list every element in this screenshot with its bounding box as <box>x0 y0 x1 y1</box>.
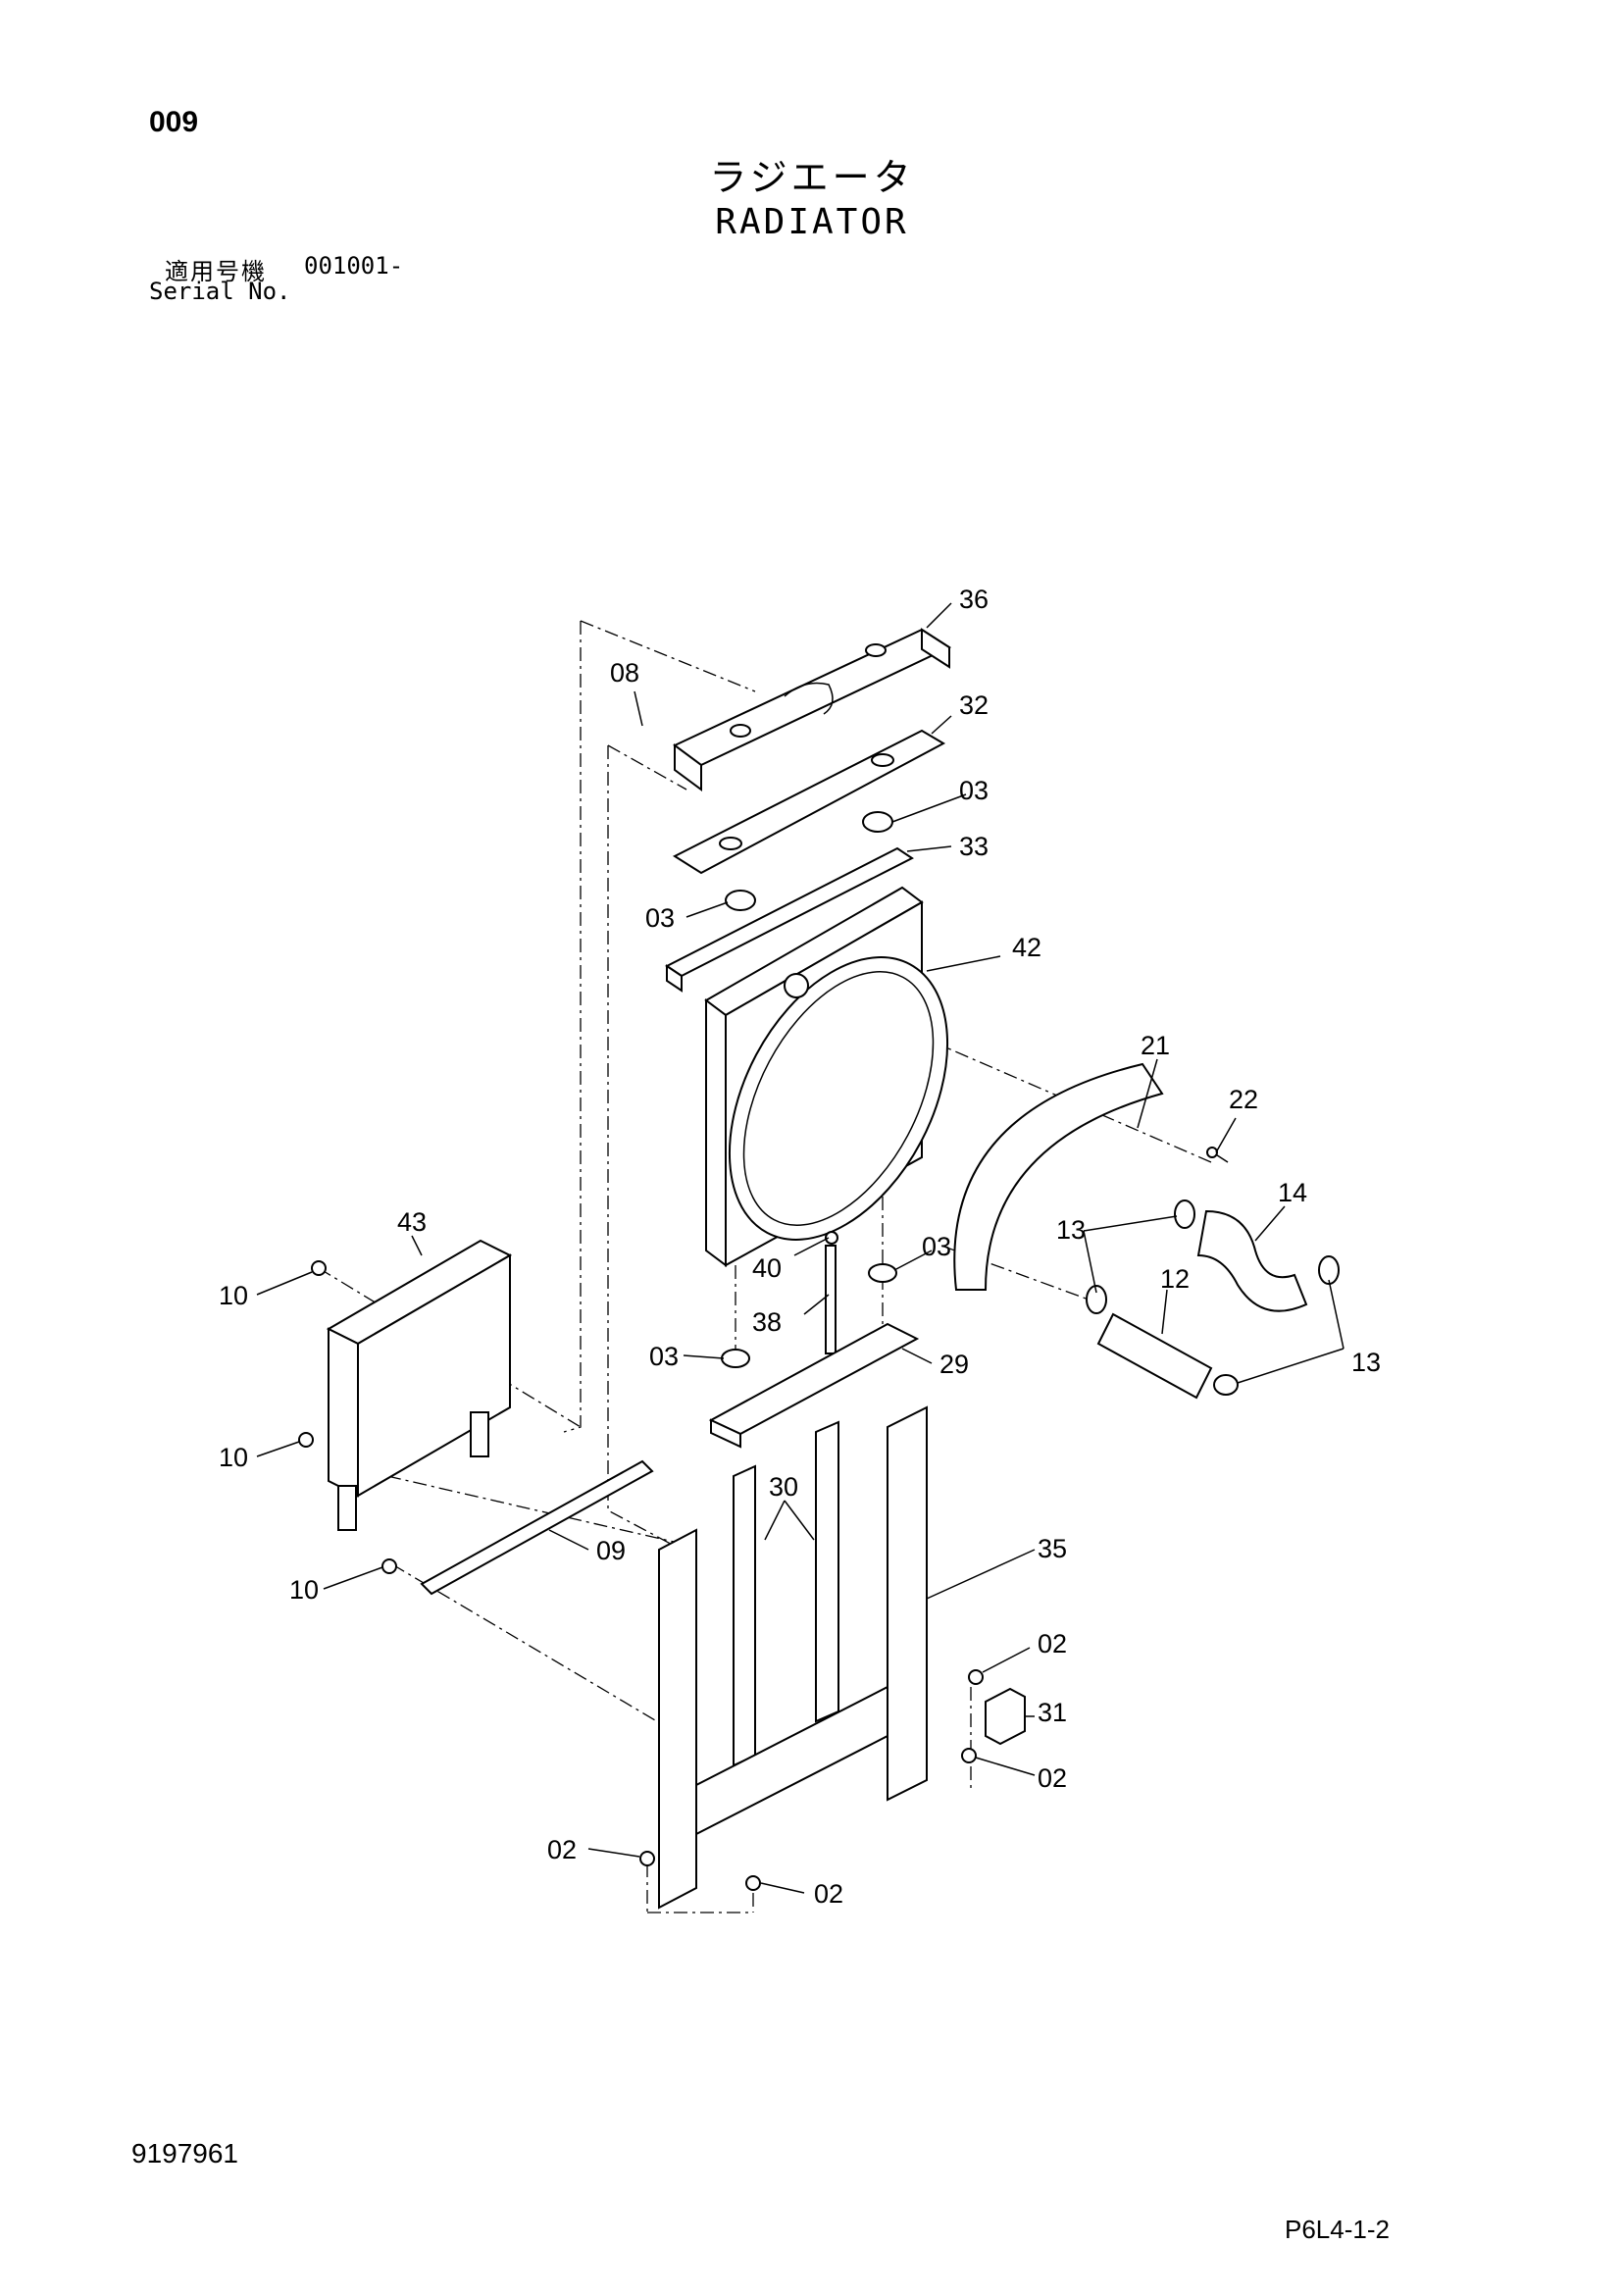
page-number: 009 <box>149 106 199 138</box>
part-09-stay-plate <box>420 1459 654 1596</box>
callout-31: 31 <box>1038 1698 1067 1727</box>
callout-03: 03 <box>649 1342 679 1371</box>
part-12-lower-hose <box>1096 1312 1213 1400</box>
callout-22: 22 <box>1229 1085 1258 1114</box>
callout-36: 36 <box>959 585 989 614</box>
part-43-oil-cooler <box>326 1239 513 1531</box>
part-33-seal-strip <box>665 846 914 993</box>
part-42-radiator-assembly <box>704 886 949 1267</box>
serial-label-english: Serial No. <box>149 278 291 305</box>
callout-38: 38 <box>752 1307 782 1337</box>
part-03-bushings <box>721 811 897 1368</box>
part-10-bolts <box>298 1260 397 1574</box>
callout-02: 02 <box>1038 1629 1067 1658</box>
callout-43: 43 <box>397 1207 427 1237</box>
part-22-bolt <box>1206 1147 1229 1163</box>
callout-30: 30 <box>769 1472 798 1502</box>
title-english: RADIATOR <box>715 202 909 242</box>
part-36-top-bracket <box>673 628 952 791</box>
callout-12: 12 <box>1160 1264 1190 1294</box>
callout-29: 29 <box>939 1350 969 1379</box>
callout-35: 35 <box>1038 1534 1067 1563</box>
callout-10: 10 <box>219 1281 248 1310</box>
part-21-arc-cover <box>953 1062 1164 1291</box>
part-13-clamps <box>1086 1199 1340 1396</box>
callout-02: 02 <box>547 1835 577 1864</box>
part-29-lower-plate <box>708 1322 920 1449</box>
callout-03: 03 <box>959 776 989 805</box>
callout-03: 03 <box>922 1232 951 1261</box>
part-38-stay-rod <box>825 1231 838 1354</box>
part-32-plate <box>672 729 946 875</box>
title-japanese: ラジエータ <box>709 156 915 199</box>
part-35-frame <box>658 1405 928 1910</box>
callout-labels: 36 08 32 03 33 03 42 21 22 14 13 12 13 4… <box>219 585 1381 1909</box>
page-reference: P6L4-1-2 <box>1285 2215 1390 2244</box>
callout-10: 10 <box>219 1443 248 1472</box>
callout-03: 03 <box>645 903 675 933</box>
callout-08: 08 <box>610 658 639 688</box>
callout-33: 33 <box>959 832 989 861</box>
part-14-upper-hose <box>1196 1209 1308 1312</box>
callout-02: 02 <box>814 1879 843 1909</box>
callout-10: 10 <box>289 1575 319 1605</box>
callout-32: 32 <box>959 690 989 720</box>
serial-range: 001001- <box>304 252 404 280</box>
callout-42: 42 <box>1012 933 1041 962</box>
callout-02: 02 <box>1038 1763 1067 1793</box>
callout-40: 40 <box>752 1253 782 1283</box>
leader-lines <box>256 602 1345 1894</box>
callout-13: 13 <box>1056 1215 1086 1245</box>
callout-13: 13 <box>1351 1348 1381 1377</box>
callout-14: 14 <box>1278 1178 1307 1207</box>
part-02-bolts <box>639 1669 984 1891</box>
document-number: 9197961 <box>131 2138 239 2168</box>
part-31-block <box>985 1687 1026 1746</box>
serial-label-japanese: 適用号機 <box>165 258 267 285</box>
callout-09: 09 <box>596 1536 626 1565</box>
callout-21: 21 <box>1141 1031 1170 1060</box>
